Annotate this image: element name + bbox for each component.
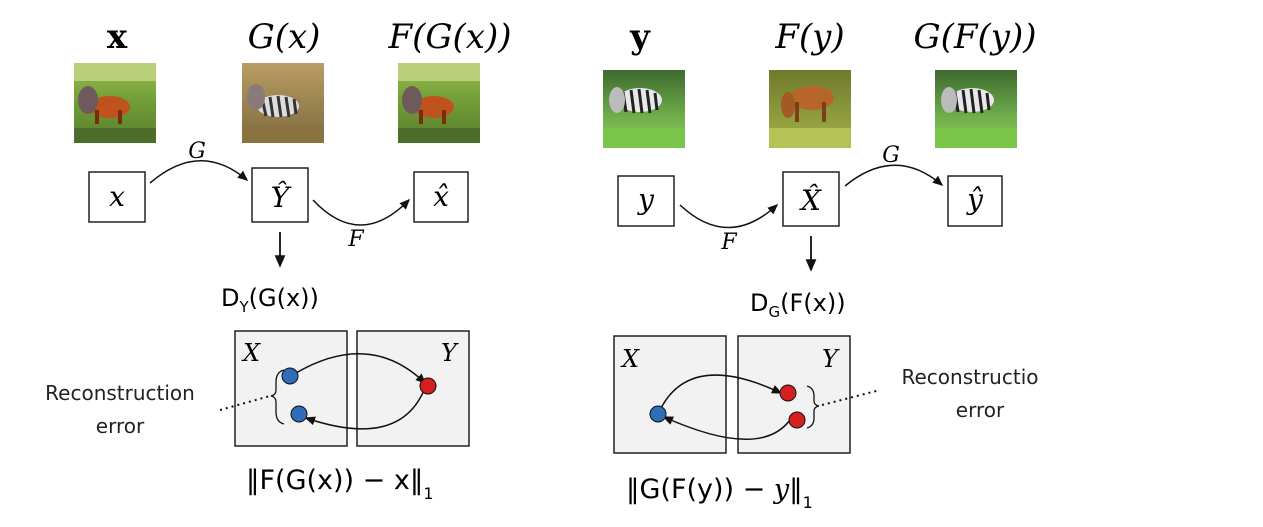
left-box-y-label: Y — [441, 339, 459, 367]
left-thumb-reconstructed-horse — [398, 63, 480, 143]
right-node-yhat-box — [947, 175, 1003, 227]
right-header-y: y — [629, 17, 651, 57]
left-dotted-line — [219, 395, 271, 411]
left-cycle-forward — [295, 353, 427, 385]
left-header-gx: G(x) — [248, 17, 321, 57]
left-red-dot — [419, 377, 437, 395]
right-side-label-line2: error — [956, 398, 1005, 422]
right-node-yhat-label: ŷ — [965, 183, 984, 216]
right-thumb-reconstructed-zebra — [935, 70, 1017, 148]
left-node-xhat-label: x̂ — [433, 180, 449, 213]
left-node-x-box — [88, 171, 146, 223]
right-header-fy: F(y) — [774, 17, 844, 57]
left-box-x — [234, 330, 348, 447]
left-brace — [270, 369, 285, 425]
right-thumb-fake-horse — [769, 70, 851, 148]
right-node-y-box — [617, 175, 675, 227]
right-edge-g — [844, 164, 944, 187]
right-header-gfy: G(F(y)) — [913, 17, 1036, 57]
right-blue-dot — [649, 405, 667, 423]
left-box-y — [356, 330, 470, 447]
left-edge-g-label: G — [188, 139, 206, 164]
right-red-dot-bottom — [788, 411, 806, 429]
left-edge-f-label: F — [347, 227, 364, 252]
right-node-y-label: y — [636, 183, 655, 216]
left-node-x-label: x — [109, 180, 125, 213]
left-cycle-back — [304, 387, 426, 430]
left-node-yhat-box — [251, 167, 309, 223]
left-panel: x G(x) F(G(x)) — [45, 17, 511, 503]
right-cycle-forward — [659, 374, 783, 411]
left-edge-g — [149, 160, 249, 184]
left-blue-dot-bottom — [290, 405, 308, 423]
left-node-yhat-label: Ŷ — [271, 181, 292, 214]
right-edge-f — [679, 203, 779, 229]
right-edge-g-label: G — [882, 143, 900, 168]
left-thumb-horse — [74, 63, 156, 143]
right-red-dot-top — [779, 384, 797, 402]
right-cycle-back — [662, 416, 791, 440]
left-box-x-label: X — [241, 339, 261, 367]
left-header-fgx: F(G(x)) — [388, 17, 512, 57]
right-edge-f-label: F — [720, 230, 737, 255]
right-node-xhat-label: X̂ — [799, 184, 822, 217]
right-box-y-label: Y — [822, 345, 840, 373]
left-blue-dot-top — [281, 367, 299, 385]
right-node-xhat-box — [782, 171, 840, 227]
left-discriminator: DY(G(x)) — [221, 284, 319, 316]
left-node-xhat-box — [413, 171, 469, 223]
right-dotted-line — [821, 389, 881, 406]
right-panel: y F(y) G(F(y)) y X̂ — [603, 17, 1039, 512]
right-side-label-line1: Reconstructio — [901, 365, 1038, 389]
right-brace — [806, 385, 820, 429]
left-edge-f — [312, 198, 411, 226]
right-thumb-zebra — [603, 70, 685, 148]
left-side-label-line2: error — [96, 414, 145, 438]
left-thumb-fake-zebra — [242, 63, 324, 143]
left-side-label-line1: Reconstruction — [45, 381, 195, 405]
right-box-x-label: X — [620, 345, 640, 373]
left-header-x: x — [107, 17, 128, 57]
right-formula: ‖G(F(y)) − y‖1 — [626, 474, 813, 512]
left-formula: ‖F(G(x)) − x‖1 — [246, 465, 434, 503]
right-box-y — [737, 335, 851, 454]
right-discriminator: DG(F(x)) — [750, 289, 846, 321]
